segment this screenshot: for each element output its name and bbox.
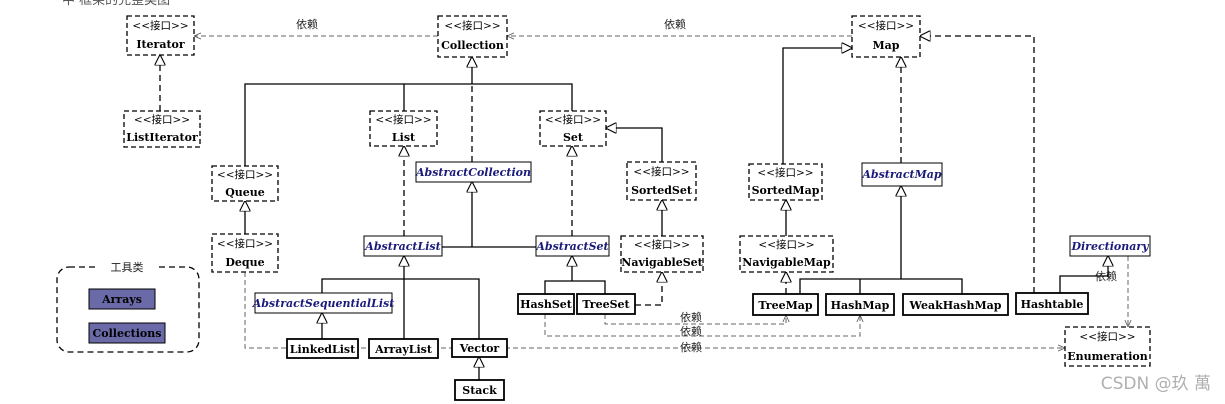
- node-label-treemap: TreeMap: [758, 299, 812, 312]
- edge-sortedset-set: [606, 128, 663, 162]
- node-label-sortedmap: SortedMap: [752, 184, 820, 197]
- interface-sortedset: <<接口>> SortedSet: [626, 161, 697, 201]
- abstract-abstractlist: AbstractList: [363, 235, 443, 257]
- node-label-deque: Deque: [225, 256, 264, 269]
- interface-sortedmap: <<接口>> SortedMap: [748, 163, 823, 201]
- interface-collection: <<接口>> Collection: [437, 15, 508, 58]
- tool-label-arrays: Arrays: [101, 293, 142, 306]
- stereotype-label: <<接口>>: [132, 19, 188, 32]
- class-weakhashmap: WeakHashMap: [902, 293, 1009, 316]
- interface-navigablemap: <<接口>> NavigableMap: [739, 235, 834, 273]
- dep-label-treemap: 依赖: [680, 311, 702, 324]
- class-vector: Vector: [451, 338, 508, 358]
- tools-title: 工具类: [111, 260, 144, 274]
- dep-label-collection: 依赖: [664, 18, 686, 31]
- tool-label-collections: Collections: [93, 327, 162, 340]
- node-label-abstractmap: AbstractMap: [861, 168, 942, 181]
- class-hashmap: HashMap: [825, 293, 895, 316]
- node-label-abstractlist: AbstractList: [364, 240, 440, 253]
- stereotype-label: <<接口>>: [217, 168, 273, 181]
- node-label-abstractcollection: AbstractCollection: [415, 166, 531, 179]
- interface-enumeration: <<接口>> Enumeration: [1064, 326, 1151, 367]
- stereotype-label: <<接口>>: [757, 166, 813, 179]
- edge-maps-abstractmap: [799, 186, 963, 294]
- node-label-queue: Queue: [225, 186, 265, 199]
- class-linkedlist: LinkedList: [286, 338, 359, 359]
- node-label-weakhashmap: WeakHashMap: [909, 299, 1002, 312]
- node-label-vector: Vector: [459, 342, 500, 355]
- interface-navigableset: <<接口>> NavigableSet: [620, 235, 704, 273]
- class-hashset: HashSet: [517, 293, 575, 315]
- edge-treeset-navigableset: [635, 272, 662, 306]
- stereotype-label: <<接口>>: [545, 113, 601, 126]
- class-stack: Stack: [454, 379, 505, 401]
- stereotype-label: <<接口>>: [444, 19, 500, 32]
- interface-queue: <<接口>> Queue: [211, 165, 279, 202]
- node-label-navigablemap: NavigableMap: [742, 256, 831, 269]
- stereotype-label: <<接口>>: [758, 238, 814, 251]
- tools-group: 工具类 Arrays Collections: [56, 260, 200, 353]
- node-label-collection: Collection: [441, 39, 504, 52]
- tool-collections-box: [88, 322, 166, 344]
- tool-arrays-box: [88, 288, 156, 310]
- node-label-map: Map: [873, 39, 900, 52]
- dep-deque-enumeration: [244, 272, 1065, 348]
- interface-set: <<接口>> Set: [539, 110, 607, 147]
- edge-lists-abstractlist: [321, 256, 480, 339]
- node-label-stack: Stack: [462, 384, 497, 397]
- node-label-arraylist: ArrayList: [374, 343, 433, 356]
- stereotype-label: <<接口>>: [134, 113, 190, 126]
- node-label-list: List: [392, 131, 416, 144]
- abstract-abstractsequentiallist: AbstractSequentialList: [252, 292, 395, 314]
- abstract-abstractset: AbstractSet: [535, 235, 610, 257]
- node-label-iterator: Iterator: [136, 38, 185, 51]
- node-label-listiterator: ListIterator: [126, 131, 198, 144]
- interface-iterator: <<接口>> Iterator: [126, 15, 195, 56]
- node-label-sortedset: SortedSet: [631, 184, 693, 197]
- stereotype-label: <<接口>>: [217, 237, 273, 250]
- node-label-set: Set: [563, 131, 584, 144]
- node-label-directionary: Directionary: [1070, 240, 1150, 253]
- node-label-navigableset: NavigableSet: [621, 256, 703, 269]
- dep-treeset-treemap: [604, 314, 786, 325]
- node-label-enumeration: Enumeration: [1067, 350, 1148, 363]
- interface-listiterator: <<接口>> ListIterator: [123, 110, 201, 148]
- stereotype-label: <<接口>>: [1079, 330, 1135, 343]
- edge-children-collection: [244, 57, 573, 166]
- node-label-hashmap: HashMap: [831, 299, 890, 312]
- class-treemap: TreeMap: [752, 293, 819, 316]
- abstract-abstractcollection: AbstractCollection: [415, 161, 532, 183]
- dep-label-iterator: 依赖: [296, 18, 318, 31]
- edge-sets-abstractset: [544, 256, 606, 294]
- interface-map: <<接口>> Map: [851, 15, 921, 58]
- edge-abstracts-abstractcollection: [442, 182, 536, 248]
- class-treeset: TreeSet: [576, 293, 636, 315]
- stereotype-label: <<接口>>: [634, 238, 690, 251]
- dep-label-hashmap: 依赖: [680, 325, 702, 338]
- node-label-hashset: HashSet: [520, 298, 573, 311]
- edge-hashtable-directionary: [1059, 256, 1108, 293]
- node-label-linkedlist: LinkedList: [290, 343, 356, 356]
- abstract-abstractmap: AbstractMap: [861, 162, 943, 187]
- interface-list: <<接口>> List: [369, 110, 438, 147]
- node-label-treeset: TreeSet: [582, 298, 630, 311]
- stereotype-label: <<接口>>: [375, 113, 431, 126]
- stereotype-label: <<接口>>: [633, 165, 689, 178]
- edge-hashtable-map: [920, 36, 1035, 293]
- node-label-abstractset: AbstractSet: [535, 240, 608, 253]
- node-label-abstractsequentiallist: AbstractSequentialList: [252, 297, 395, 310]
- header-fragment: 中 框架的完整类图: [62, 0, 170, 8]
- interface-deque: <<接口>> Deque: [211, 233, 279, 273]
- class-arraylist: ArrayList: [368, 338, 439, 359]
- edge-sortedmap-map: [782, 48, 852, 164]
- dep-hashset-hashmap: [544, 314, 860, 337]
- watermark: CSDN @玖 萬: [1101, 374, 1211, 394]
- stereotype-label: <<接口>>: [858, 19, 914, 32]
- abstract-directionary: Directionary: [1069, 235, 1151, 257]
- dep-label-enumeration: 依赖: [1095, 270, 1117, 283]
- node-label-hashtable: Hashtable: [1021, 298, 1084, 311]
- class-hashtable: Hashtable: [1015, 292, 1089, 315]
- dep-label-deque: 依赖: [680, 341, 702, 354]
